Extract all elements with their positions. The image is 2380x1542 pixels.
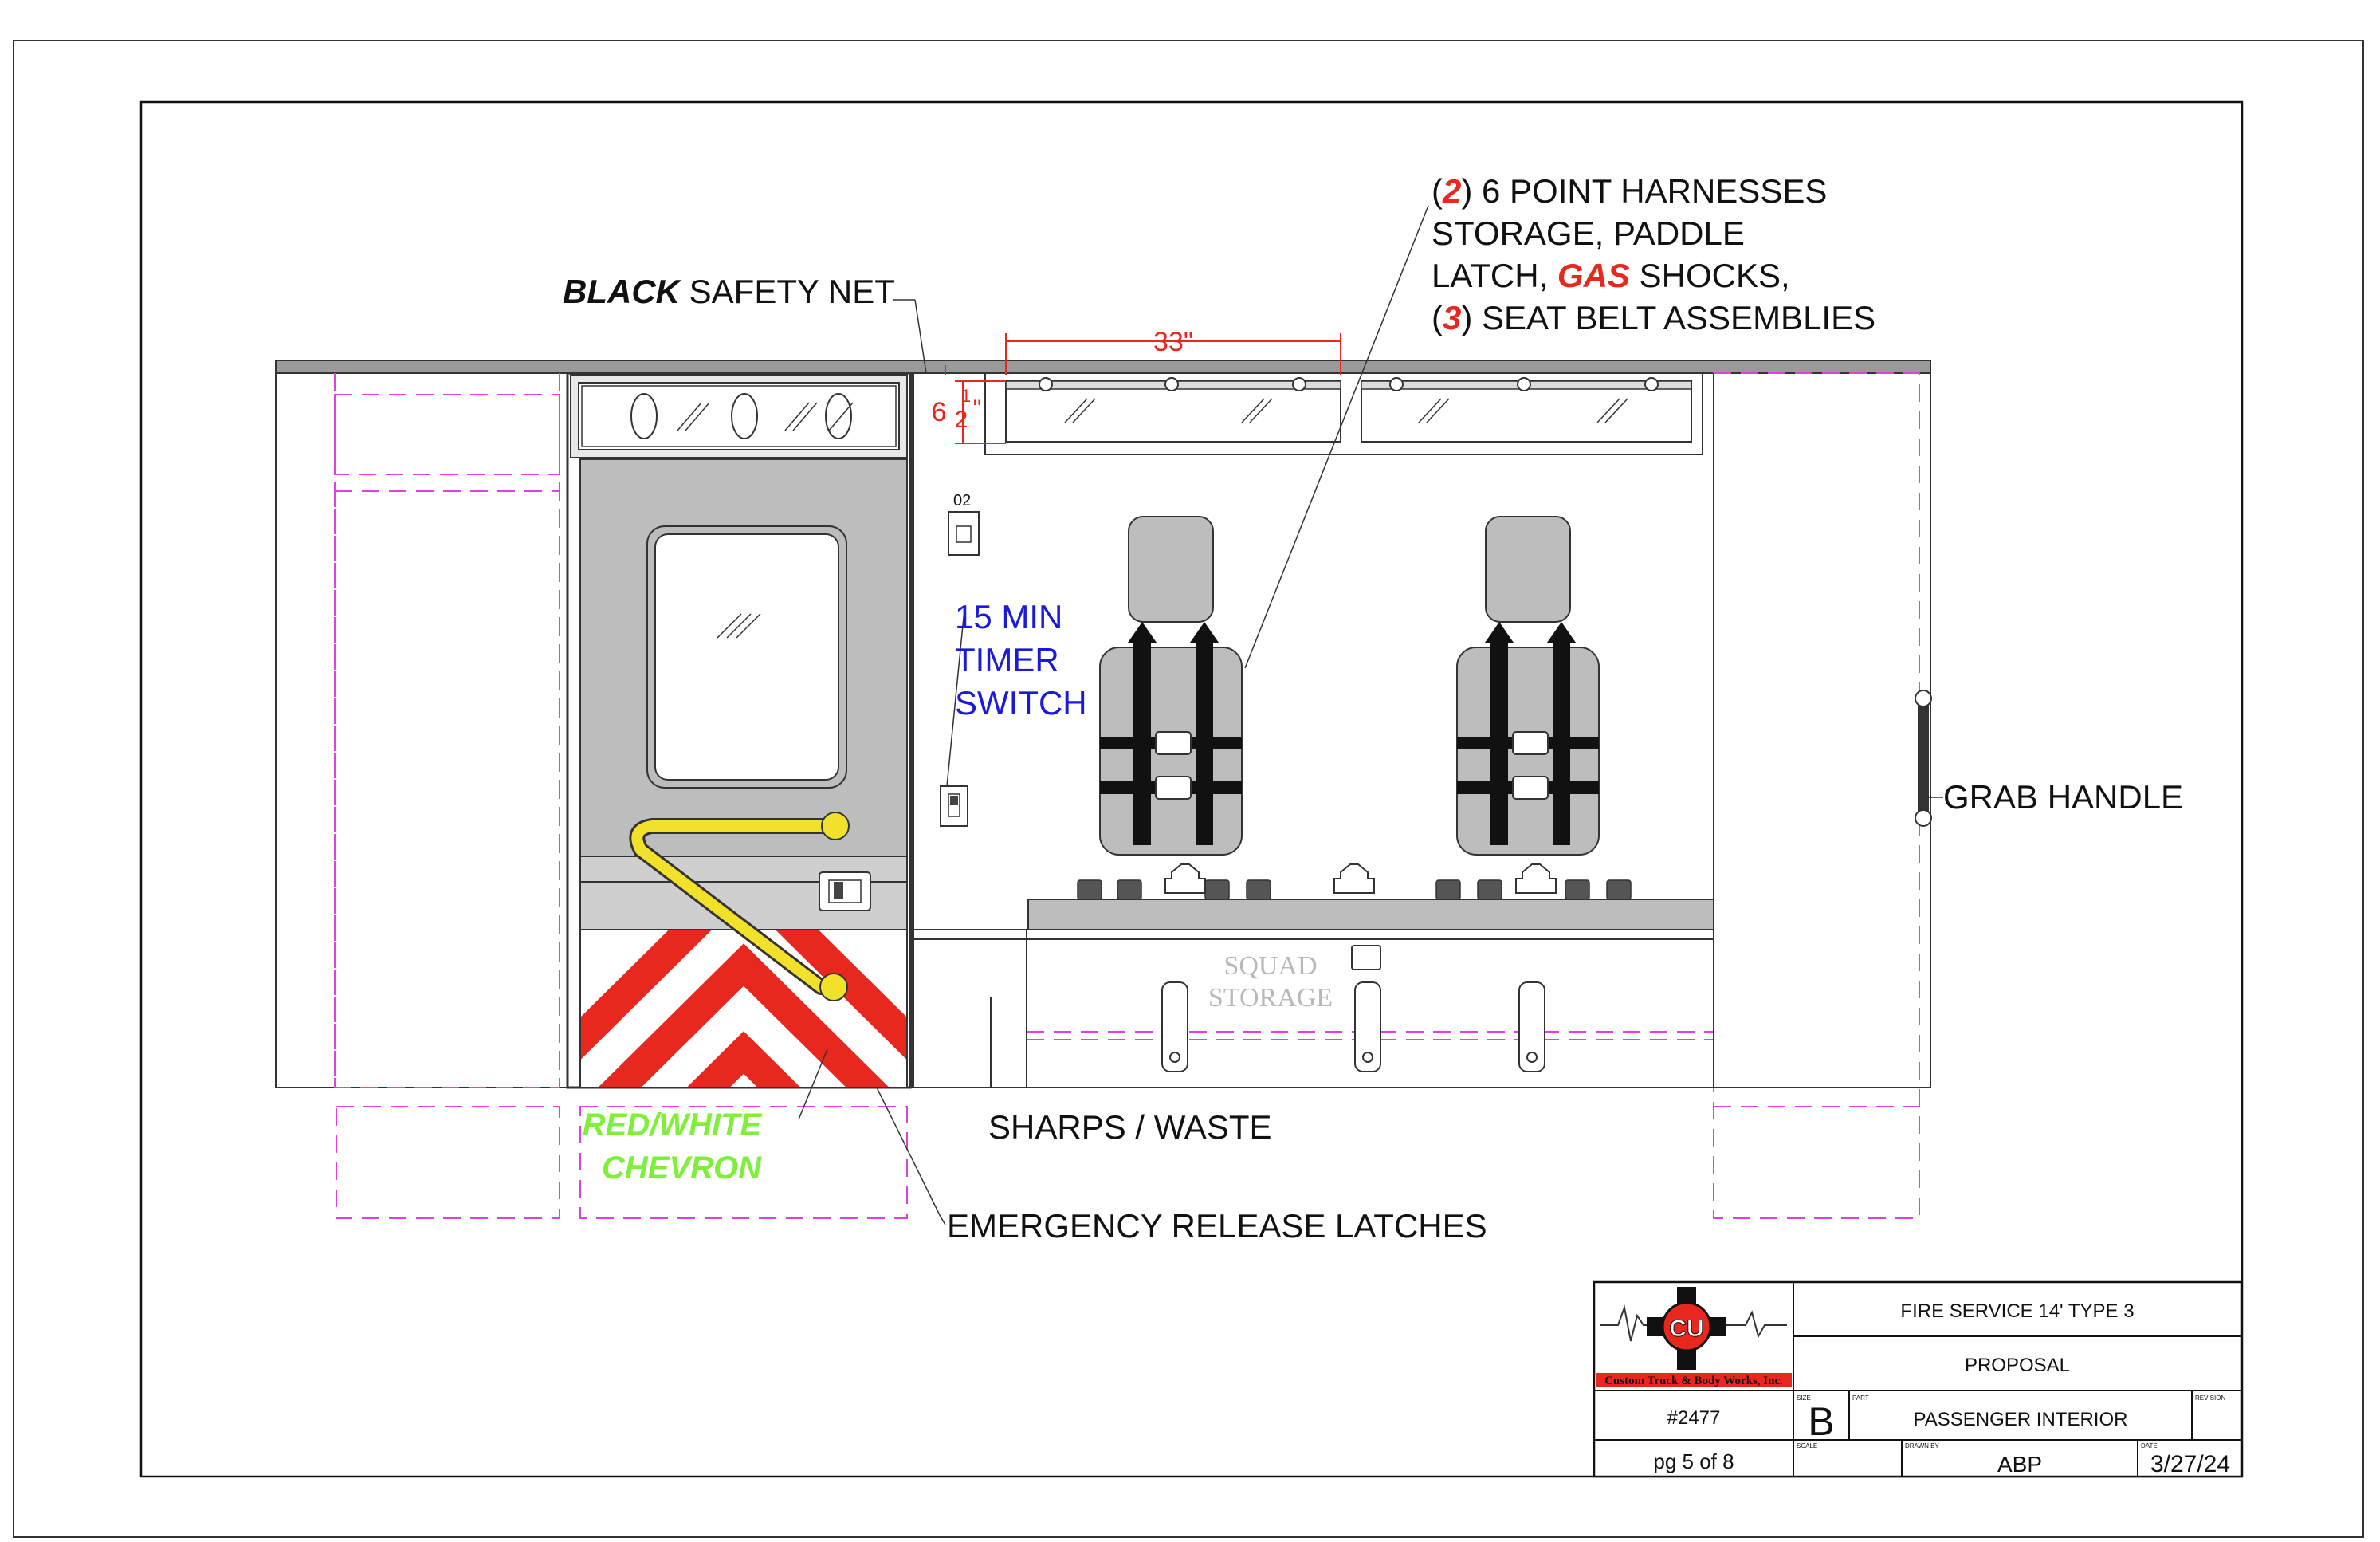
overhead-cabinets: [984, 372, 1703, 455]
grab-handle: [1915, 690, 1932, 827]
dimension-height-c: 2: [955, 407, 968, 433]
drawing-border: [139, 100, 2244, 1478]
dimension-lines: [945, 333, 1341, 444]
seat-left: [1099, 516, 1243, 856]
timer-label-line1: 15 MIN: [955, 598, 1062, 635]
tb-revision-label: REVISION: [2195, 1394, 2225, 1402]
tb-size: B: [1808, 1399, 1834, 1444]
seat-right: [1456, 516, 1600, 856]
harness-label-line4: (3) SEAT BELT ASSEMBLIES: [1432, 299, 1875, 336]
timer-leader: [946, 608, 965, 787]
tb-date-label: DATE: [2141, 1442, 2158, 1450]
timer-label-line2: TIMER: [955, 641, 1059, 679]
timer-label-line3: SWITCH: [955, 684, 1087, 722]
seat-bench: [1027, 899, 1714, 930]
squad-storage-line2: STORAGE: [1208, 983, 1333, 1013]
release-latches-label: EMERGENCY RELEASE LATCHES: [947, 1207, 1487, 1245]
svg-text:CU: CU: [1669, 1316, 1703, 1342]
chevron-label-line1: RED/WHITE: [583, 1107, 763, 1143]
tb-drawn-by: ABP: [1997, 1452, 2042, 1477]
roof-line: [275, 360, 1931, 374]
tb-project: FIRE SERVICE 14' TYPE 3: [1900, 1300, 2134, 1322]
dimension-height-a: 6: [932, 397, 947, 427]
harness-label-line1: (2) 6 POINT HARNESSES: [1432, 172, 1827, 210]
chevron-label-line2: CHEVRON: [602, 1151, 762, 1186]
tb-part: PASSENGER INTERIOR: [1914, 1409, 2128, 1430]
squad-storage-line1: SQUAD: [1223, 951, 1317, 981]
harness-label-line3: LATCH, GAS SHOCKS,: [1432, 257, 1790, 294]
tb-status: PROPOSAL: [1965, 1355, 2070, 1376]
rear-door: [566, 372, 912, 1089]
outer-sheet-border: [13, 40, 2364, 1538]
tb-part-label: PART: [1852, 1394, 1869, 1402]
hidden-lines: [334, 372, 1920, 1219]
bench-buckles: [1077, 879, 1632, 900]
tb-scale-label: SCALE: [1797, 1442, 1817, 1450]
tb-date: 3/27/24: [2150, 1451, 2230, 1477]
dimension-width: 33": [1153, 327, 1193, 357]
logo-text: Custom Truck & Body Works, Inc.: [1604, 1375, 1783, 1387]
dimension-height-b: 1: [961, 386, 971, 406]
switch-tag: 02: [953, 492, 971, 509]
tb-page: pg 5 of 8: [1653, 1450, 1734, 1473]
red-white-chevron: [580, 930, 907, 1088]
harness-label-line2: STORAGE, PADDLE: [1432, 214, 1745, 252]
tb-job-number: #2477: [1667, 1407, 1721, 1429]
dimension-height-d: ": [973, 395, 982, 422]
tb-drawn-by-label: DRAWN BY: [1905, 1442, 1939, 1450]
safety-net-label: BLACK SAFETY NET: [563, 273, 895, 310]
leader-lines: [798, 205, 1943, 1225]
seat-belt-anchors: [1164, 863, 1557, 894]
tb-size-label: SIZE: [1797, 1394, 1811, 1402]
grab-handle-label: GRAB HANDLE: [1943, 778, 2183, 816]
sharps-waste-label: SHARPS / WASTE: [988, 1108, 1272, 1146]
company-logo: CU Custom Truck & Body Works, Inc.: [1596, 1287, 1792, 1387]
storage-paddle-latches: [1161, 945, 1545, 1072]
